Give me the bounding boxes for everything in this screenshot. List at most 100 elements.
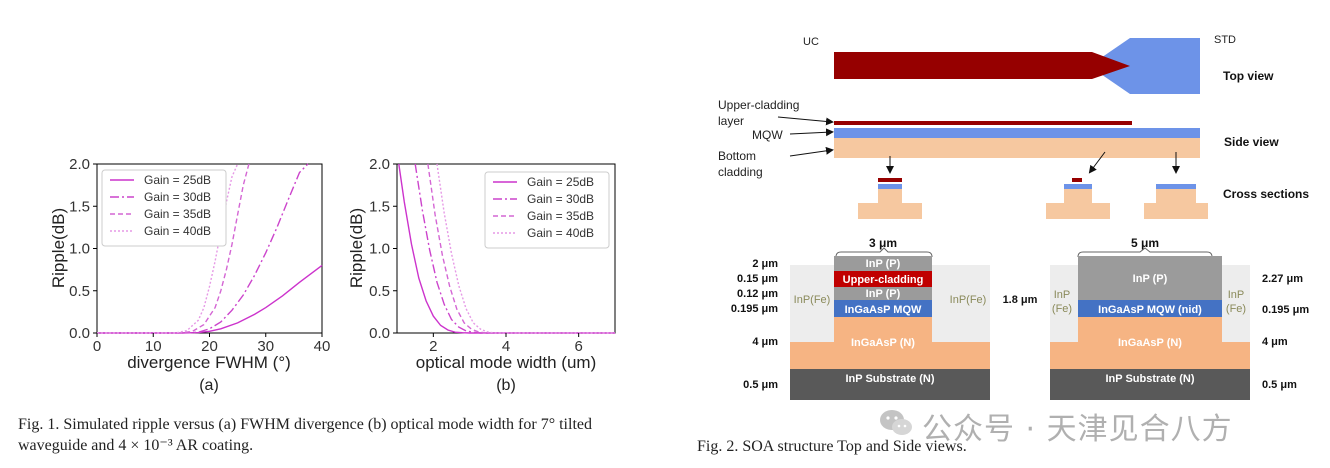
thick-012um: 0.12 μm <box>737 288 778 300</box>
y-tick-label: 2.0 <box>69 156 90 173</box>
left-inp-fe-r: InP(Fe) <box>950 294 987 306</box>
series-line-2 <box>97 163 309 334</box>
legend-label-3: Gain = 35dB <box>527 209 594 223</box>
bottom-cladding-label-2: cladding <box>718 165 763 179</box>
detailed-cross-section-left: InP (P) Upper-cladding InP (P) InGaAsP M… <box>790 256 990 400</box>
thickness-labels-right: 2.27 μm 0.195 μm 4 μm 0.5 μm <box>1262 273 1309 391</box>
cross-sections-label: Cross sections <box>1223 187 1309 201</box>
waveguide-uc <box>834 52 1130 79</box>
series-line-3 <box>97 163 250 334</box>
thick-227um: 2.27 μm <box>1262 273 1303 285</box>
left-inp-p2 <box>834 287 932 300</box>
right-inp-fe-r1: InP <box>1228 289 1245 301</box>
right-ingaasp-text: InGaAsP (N) <box>1118 337 1182 349</box>
mqw-label: MQW <box>752 128 783 142</box>
arrow-section-2 <box>1088 151 1106 174</box>
legend-label-1: Gain = 25dB <box>527 175 594 189</box>
bottom-cladding-label-1: Bottom <box>718 149 756 163</box>
x-tick-label: 40 <box>314 338 331 355</box>
std-label: STD <box>1214 34 1236 46</box>
arrow-mqw <box>789 128 834 137</box>
left-substrate <box>790 369 990 400</box>
plot-b-series <box>398 163 615 334</box>
left-mqw <box>834 300 932 317</box>
y-tick-label: 1.5 <box>369 198 390 215</box>
left-ingaasp-text: InGaAsP (N) <box>851 337 915 349</box>
x-tick-label: 4 <box>502 338 510 355</box>
legend-label-4: Gain = 40dB <box>144 224 211 238</box>
legend-label-3: Gain = 35dB <box>144 207 211 221</box>
x-tick-label: 30 <box>257 338 274 355</box>
x-tick-label: 20 <box>201 338 218 355</box>
thick-4um: 4 μm <box>752 336 778 348</box>
right-inp-p-text: InP (P) <box>1133 273 1168 285</box>
y-tick-label: 0.5 <box>69 283 90 300</box>
x-tick-label: 10 <box>145 338 162 355</box>
right-inp-p <box>1078 256 1222 300</box>
figure-2: UC STD Top view Upper-cladding layer MQW… <box>690 0 1330 468</box>
detailed-cross-section-right: InP (P) InGaAsP MQW (nid) InGaAsP (N) In… <box>1050 256 1250 400</box>
plot-b-xlabel: optical mode width (um) <box>416 353 596 372</box>
figure-2-caption: Fig. 2. SOA structure Top and Side views… <box>697 438 967 455</box>
series-line-1 <box>97 264 323 334</box>
right-ingaasp-n <box>1050 342 1250 369</box>
series-line-4 <box>436 163 615 334</box>
y-tick-label: 0.0 <box>69 325 90 342</box>
legend-label-4: Gain = 40dB <box>527 226 594 240</box>
width-right: 5 μm <box>1131 236 1159 250</box>
thick-05um-r: 0.5 μm <box>1262 379 1297 391</box>
right-substrate-text: InP Substrate (N) <box>1105 373 1194 385</box>
thick-015um: 0.15 μm <box>737 273 778 285</box>
thick-18um: 1.8 μm <box>1003 294 1038 306</box>
y-tick-label: 0.0 <box>369 325 390 342</box>
side-upper-cladding <box>834 121 1132 125</box>
right-mqw <box>1078 300 1222 317</box>
wechat-icon <box>880 410 912 435</box>
left-inp-fe-l: InP(Fe) <box>794 294 831 306</box>
cross-section-small-2 <box>1046 178 1110 219</box>
plot-b-ylabel: Ripple(dB) <box>347 208 366 288</box>
arrow-bottom <box>789 146 834 157</box>
plot-a-series <box>97 163 323 334</box>
right-inp-fe-l1: InP <box>1054 289 1071 301</box>
y-tick-label: 1.0 <box>369 241 390 258</box>
right-inp-fe-r2: (Fe) <box>1226 303 1246 315</box>
thickness-labels-left: 2 μm 0.15 μm 0.12 μm 0.195 μm 4 μm 0.5 μ… <box>731 258 778 391</box>
right-substrate <box>1050 369 1250 400</box>
series-line-2 <box>414 163 615 334</box>
plot-a-xlabel: divergence FWHM (°) <box>127 353 291 372</box>
thick-4um-r: 4 μm <box>1262 336 1288 348</box>
left-mqw-text: InGaAsP MQW <box>845 304 922 316</box>
plot-b-legend-box <box>484 171 610 249</box>
y-tick-label: 2.0 <box>369 156 390 173</box>
series-line-1 <box>398 163 615 334</box>
uc-label: UC <box>803 36 819 48</box>
thick-0195um-r: 0.195 μm <box>1262 304 1309 316</box>
upper-cladding-label-2: layer <box>718 114 744 128</box>
legend-label-2: Gain = 30dB <box>527 192 594 206</box>
left-upper-cladding <box>834 271 932 287</box>
right-inp-fe-l2: (Fe) <box>1052 303 1072 315</box>
left-inp-p <box>834 256 932 271</box>
series-line-3 <box>427 163 615 334</box>
y-tick-label: 0.5 <box>369 283 390 300</box>
left-inp-p2-text: InP (P) <box>866 288 901 300</box>
legend-label-1: Gain = 25dB <box>144 173 211 187</box>
y-tick-label: 1.0 <box>69 241 90 258</box>
brace-left <box>835 247 933 258</box>
plot-a-legend: Gain = 25dB Gain = 30dB Gain = 35dB Gain = … <box>101 169 227 247</box>
side-bottom-cladding <box>834 138 1200 158</box>
legend-label-2: Gain = 30dB <box>144 190 211 204</box>
x-tick-label: 6 <box>574 338 582 355</box>
series-line-4 <box>97 163 239 334</box>
plot-a-ylabel: Ripple(dB) <box>49 208 68 288</box>
thick-2um: 2 μm <box>752 258 778 270</box>
y-tick-label: 1.5 <box>69 198 90 215</box>
left-ingaasp-n <box>790 342 990 369</box>
taper-std <box>1095 38 1200 94</box>
plot-b-sublabel: (b) <box>496 377 516 394</box>
figure-1-caption: Fig. 1. Simulated ripple versus (a) FWHM… <box>18 416 592 454</box>
